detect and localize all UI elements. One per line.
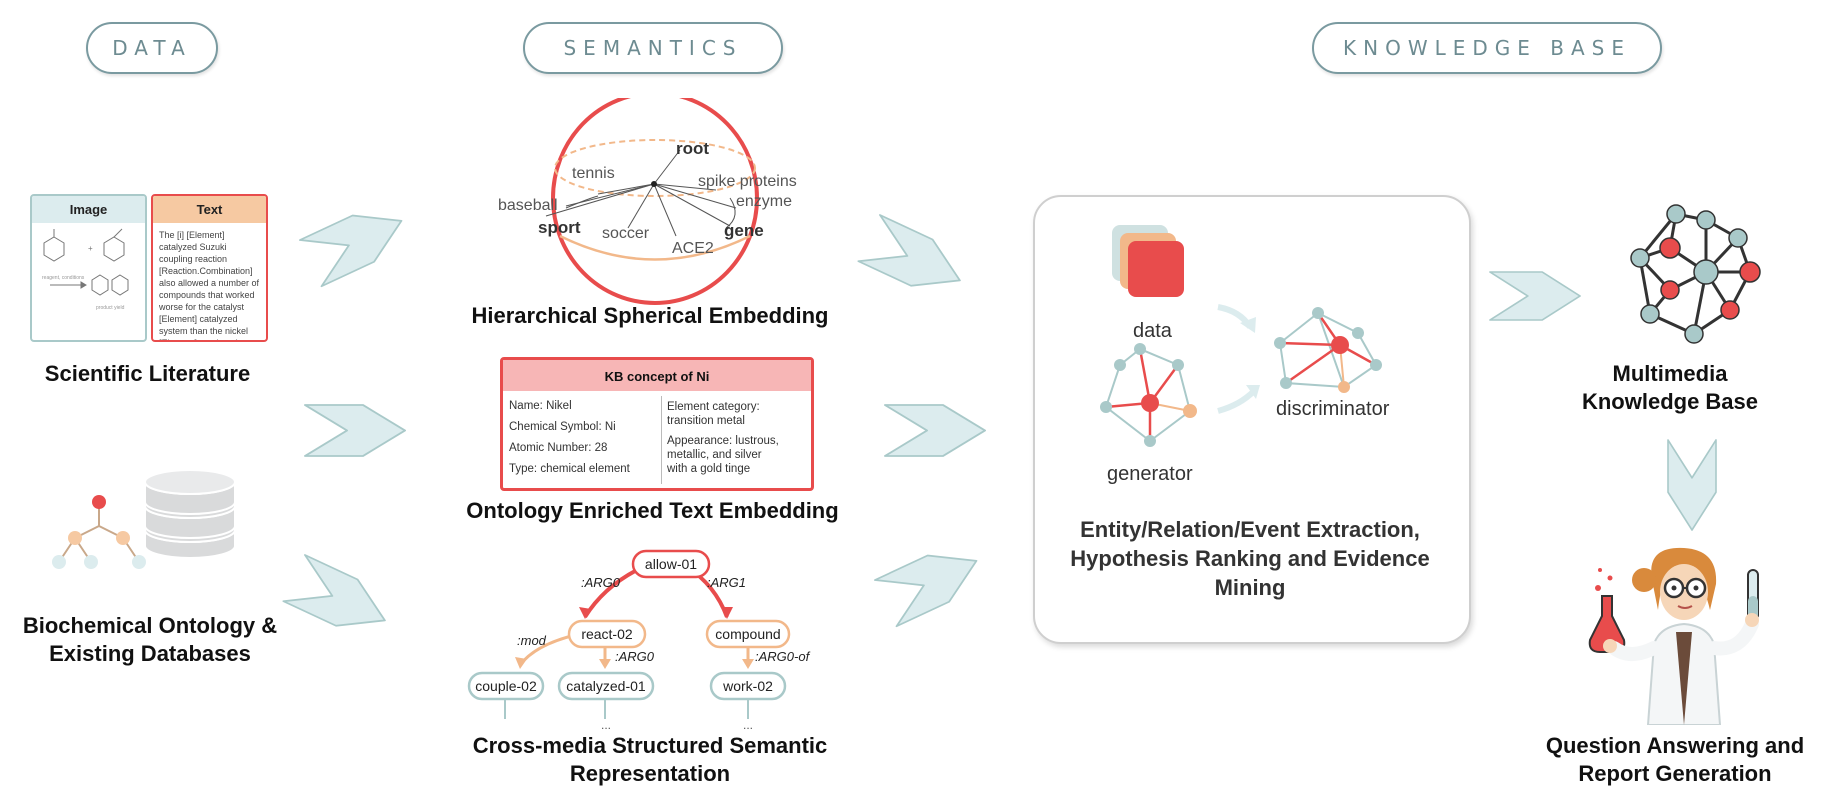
header-data-label: DATA (112, 36, 192, 60)
arrow-amr-to-center (874, 536, 989, 628)
arrow-lit-to-hse (299, 196, 414, 288)
arrow-to-ontology (304, 404, 406, 457)
data-label: data (1133, 320, 1172, 342)
word-root: root (676, 139, 709, 158)
hse-label: Hierarchical Spherical Embedding (471, 303, 829, 328)
ontology-label: Ontology Enriched Text Embedding (466, 498, 839, 523)
amr-arg1: :ARG1 (707, 575, 746, 590)
image-card-title: Image (32, 196, 145, 223)
amr-ellipsis-2: ... (743, 718, 753, 730)
kb-concept-title: KB concept of Ni (503, 360, 811, 391)
amr-react-arg0: :ARG0 (615, 649, 655, 664)
amr-compound: compound (715, 626, 780, 642)
header-kb-label: KNOWLEDGE BASE (1343, 36, 1631, 60)
header-knowledge-base: KNOWLEDGE BASE (1312, 22, 1662, 74)
multimedia-kb-label: Multimedia Knowledge Base (1581, 361, 1759, 414)
database-icon (144, 469, 236, 559)
amr-couple: couple-02 (475, 678, 537, 694)
kb-concept-right: Element category: transition metal Appea… (667, 400, 807, 476)
arrow-db-to-amr (282, 554, 397, 645)
amr-graph: allow-01 :ARG0 :ARG1 react-02 compound :… (467, 549, 811, 730)
ontology-tree-icon (52, 495, 146, 569)
word-spike-proteins: spike proteins (698, 173, 797, 190)
text-card-body: The [i] [Element] catalyzed Suzuki coupl… (159, 230, 260, 340)
word-baseball: baseball (498, 197, 558, 214)
arrow-kb-to-qa (1667, 439, 1717, 531)
word-sport: sport (538, 218, 581, 237)
word-enzyme: enzyme (736, 193, 792, 210)
amr-work: work-02 (722, 678, 773, 694)
arrow-center-to-kb (1489, 271, 1581, 321)
generator-label: generator (1107, 463, 1193, 485)
svg-text:product yield: product yield (96, 305, 125, 311)
word-soccer: soccer (602, 225, 650, 242)
scientist-illustration (1588, 547, 1759, 725)
kb-symbol: Chemical Symbol: Ni (509, 421, 616, 433)
text-card: Text The [i] [Element] catalyzed Suzuki … (151, 194, 268, 342)
word-ace2: ACE2 (672, 240, 714, 257)
multimedia-kb-graph-icon (1630, 204, 1761, 344)
task-label: Entity/Relation/Event Extraction, Hypoth… (1070, 517, 1430, 600)
kb-category-label: Element category: (667, 401, 760, 413)
amr-arg0-of: :ARG0-of (755, 649, 811, 664)
kb-appearance-3: with a gold tinge (667, 463, 751, 475)
qa-label: Question Answering and Report Generation (1545, 733, 1805, 786)
arrow-ontology-to-center (884, 404, 986, 457)
kb-concept-box: KB concept of Ni Name: Nikel Chemical Sy… (500, 357, 814, 491)
discriminator-label: discriminator (1276, 398, 1390, 420)
amr-ellipsis-1: ... (601, 718, 611, 730)
arrow-hse-to-center (857, 214, 972, 305)
amr-arg0: :ARG0 (581, 575, 621, 590)
extraction-panel (1033, 195, 1471, 644)
amr-react: react-02 (581, 626, 633, 642)
amr-catalyzed: catalyzed-01 (566, 678, 646, 694)
cross-media-label: Cross-media Structured Semantic Represen… (472, 733, 828, 786)
kb-appearance-1: Appearance: lustrous, (667, 435, 779, 447)
text-card-title: Text (153, 196, 266, 223)
amr-mod: :mod (517, 633, 547, 648)
header-data: DATA (86, 22, 218, 74)
word-tennis: tennis (572, 165, 615, 182)
header-semantics-label: SEMANTICS (563, 36, 743, 60)
kb-type: Type: chemical element (509, 463, 630, 475)
gan-diagram (1100, 225, 1382, 447)
svg-text:reagent, conditions: reagent, conditions (42, 275, 85, 281)
kb-name: Name: Nikel (509, 400, 572, 412)
spherical-embedding-diagram: root tennis spike proteins baseball enzy… (498, 98, 797, 305)
word-gene: gene (724, 221, 764, 240)
kb-category-value: transition metal (667, 415, 745, 427)
kb-divider (661, 396, 662, 484)
amr-root: allow-01 (645, 556, 697, 572)
kb-appearance-2: metallic, and silver (667, 449, 762, 461)
svg-text:+: + (88, 244, 93, 253)
kb-atomic-number: Atomic Number: 28 (509, 442, 608, 454)
biochemical-ontology-label: Biochemical Ontology & Existing Database… (22, 613, 278, 666)
scientific-literature-label: Scientific Literature (44, 361, 251, 386)
kb-concept-left: Name: Nikel Chemical Symbol: Ni Atomic N… (509, 396, 659, 480)
header-semantics: SEMANTICS (523, 22, 783, 74)
molecule-sketch: + reagent, conditions product yield (42, 228, 129, 311)
image-card: Image + reagent, conditions product yiel… (30, 194, 147, 342)
